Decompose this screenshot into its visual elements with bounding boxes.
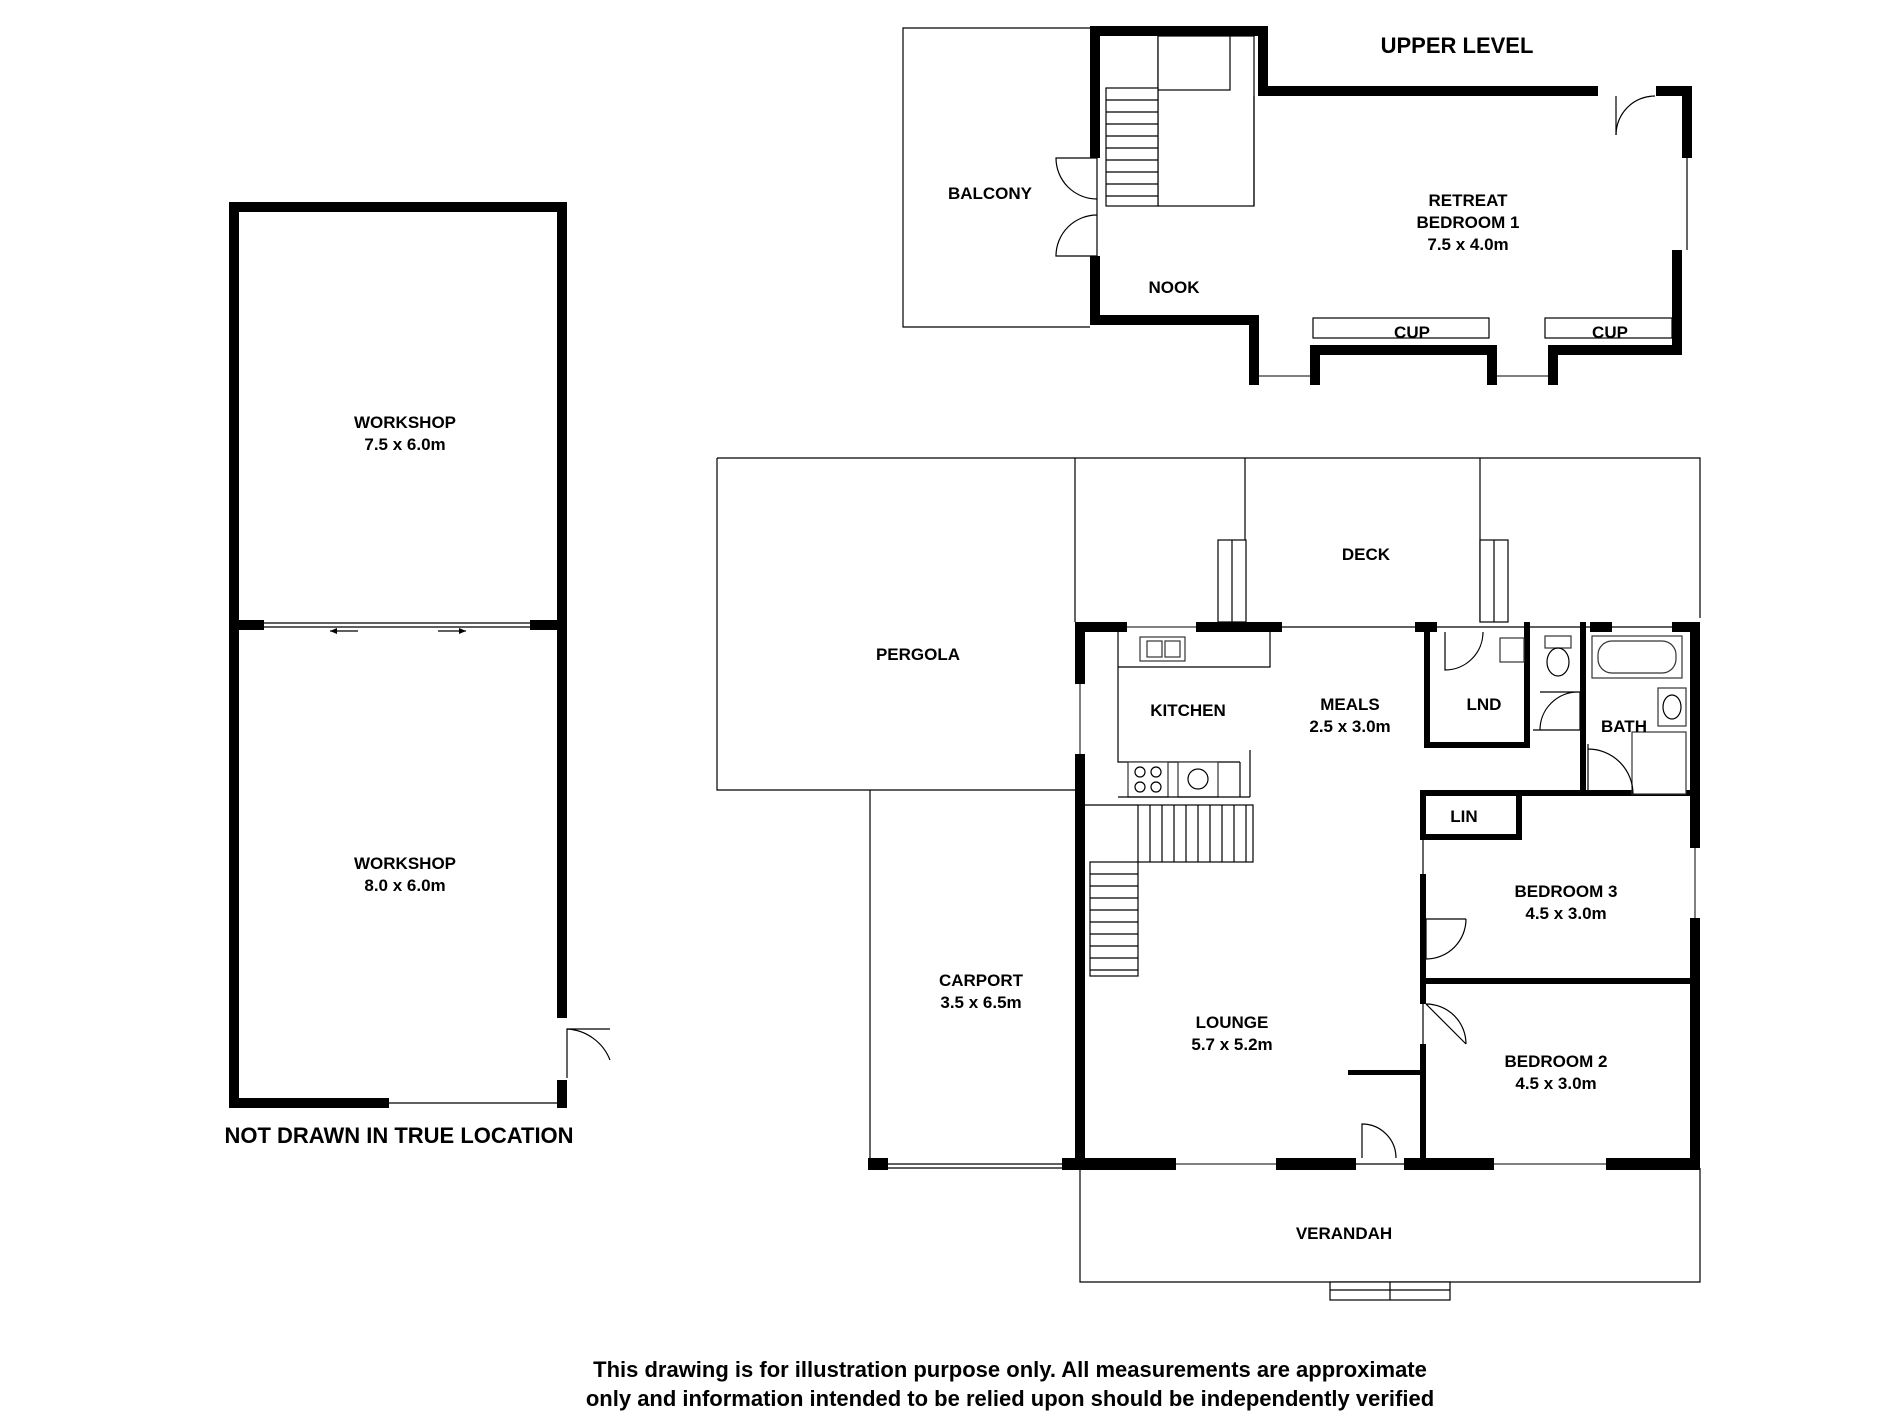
deck-outline [1074, 457, 1701, 622]
toilet-cistern [1544, 635, 1572, 649]
workshop-top-size: 7.5 x 6.0m [364, 435, 445, 454]
balcony-door [1055, 157, 1098, 257]
upper-level-plan: UPPER LEVEL BALCONY NOOK RETREAT BEDROOM… [902, 26, 1692, 385]
workshop-side-door [566, 1028, 611, 1078]
bedroom1-size: 7.5 x 4.0m [1427, 235, 1508, 254]
cup-left-label: CUP [1394, 323, 1430, 342]
bedroom3-label: BEDROOM 3 [1515, 882, 1618, 901]
lounge-label: LOUNGE [1196, 1013, 1269, 1032]
bedroom2-label: BEDROOM 2 [1505, 1052, 1608, 1071]
internal-doors [1361, 631, 1634, 1159]
deck-steps-left [1217, 539, 1247, 623]
bedroom1-label: BEDROOM 1 [1417, 213, 1520, 232]
laundry-tub [1499, 637, 1525, 663]
verandah-steps [1329, 1281, 1451, 1301]
workshop-building: WORKSHOP 7.5 x 6.0m WORKSHOP 8.0 x 6.0m … [224, 202, 611, 1148]
main-level-plan: DECK PERGOLA KITCHEN MEALS 2.5 x 3.0m LN… [716, 457, 1701, 1301]
bath-fixtures [1499, 635, 1687, 795]
lin-label: LIN [1450, 807, 1477, 826]
cup-right-label: CUP [1592, 323, 1628, 342]
bedroom2-size: 4.5 x 3.0m [1515, 1074, 1596, 1093]
retreat-label: RETREAT [1428, 191, 1508, 210]
workshop-top-name: WORKSHOP [354, 413, 456, 432]
pergola-label: PERGOLA [876, 645, 960, 664]
bedroom3-size: 4.5 x 3.0m [1525, 904, 1606, 923]
oven [1177, 761, 1219, 798]
nook-label: NOOK [1149, 278, 1201, 297]
meals-size: 2.5 x 3.0m [1309, 717, 1390, 736]
upper-staircase [1105, 87, 1159, 207]
cupboard-right [1544, 317, 1673, 339]
workshop-bottom-name: WORKSHOP [354, 854, 456, 873]
bath-label: BATH [1601, 717, 1647, 736]
sliding-door-arrows [330, 628, 466, 634]
lounge-size: 5.7 x 5.2m [1191, 1035, 1272, 1054]
meals-label: MEALS [1320, 695, 1380, 714]
balcony-label: BALCONY [948, 184, 1033, 203]
disclaimer-line-2: only and information intended to be reli… [586, 1386, 1434, 1411]
cupboard-left [1312, 317, 1490, 339]
carport-label: CARPORT [939, 971, 1024, 990]
kitchen-benches [1117, 632, 1271, 798]
kitchen-label: KITCHEN [1150, 701, 1226, 720]
workshop-bottom-size: 8.0 x 6.0m [364, 876, 445, 895]
retreat-door [1615, 95, 1656, 136]
main-staircase [1085, 804, 1254, 977]
location-note: NOT DRAWN IN TRUE LOCATION [224, 1123, 573, 1148]
lnd-label: LND [1467, 695, 1502, 714]
verandah-label: VERANDAH [1296, 1224, 1392, 1243]
upper-level-heading: UPPER LEVEL [1381, 33, 1534, 58]
shower [1631, 731, 1687, 795]
toilet-bowl [1546, 647, 1570, 677]
cooktop [1127, 761, 1169, 798]
deck-steps-right [1479, 539, 1509, 623]
deck-label: DECK [1342, 545, 1391, 564]
carport-size: 3.5 x 6.5m [940, 993, 1021, 1012]
disclaimer-line-1: This drawing is for illustration purpose… [593, 1357, 1427, 1382]
bath-vanity [1657, 687, 1687, 727]
